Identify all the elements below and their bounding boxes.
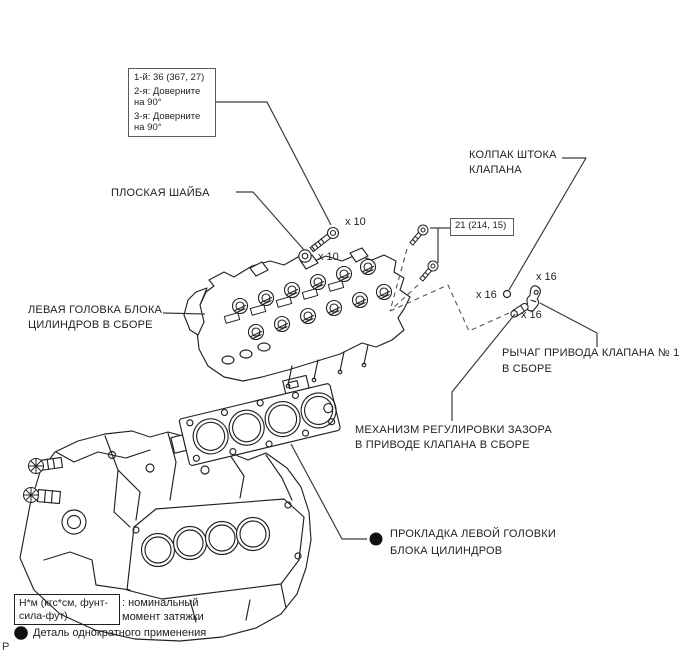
cap-bolt-torque-box: 21 (214, 15) <box>450 218 514 236</box>
torque-step-1: 1-й: 36 (367, 27) <box>134 72 205 83</box>
qty-head-bolt: x 10 <box>345 216 366 228</box>
cap-bolt-1-drawing <box>409 224 429 246</box>
valve-stem-cap-label: КОЛПАК ШТОКА КЛАПАНА <box>469 149 557 176</box>
flat-washer-label: ПЛОСКАЯ ШАЙБА <box>111 187 210 199</box>
head-gasket-drawing <box>170 374 341 466</box>
head-gasket-label: ПРОКЛАДКА ЛЕВОЙ ГОЛОВКИ БЛОКА ЦИЛИНДРОВ <box>390 528 556 557</box>
block-mount-studs <box>22 456 64 505</box>
rocker-arm-drawing <box>526 285 541 312</box>
qty-lash-adjuster: x 16 <box>521 309 542 321</box>
leader-lash-adjuster <box>451 313 516 421</box>
head-studs <box>285 344 369 389</box>
non-reusable-bullet-gasket <box>369 532 383 546</box>
torque-step-3b: на 90° <box>134 122 162 133</box>
qty-valve-stem-cap: x 16 <box>476 289 497 301</box>
leader-left-head <box>162 312 206 315</box>
torque-step-2: 2-я: Доверните <box>134 86 201 97</box>
legend-torque-units-box: Н*м (кгс*см, фунт- сила-фут) <box>14 594 120 625</box>
leader-head-gasket <box>290 443 367 540</box>
head-bolt-torque-box: 1-й: 36 (367, 27) 2-я: Доверните на 90° … <box>128 68 216 137</box>
valve-stem-cap-drawing <box>502 289 512 299</box>
lash-adjuster-drawing <box>510 302 529 318</box>
lash-adjuster-label: МЕХАНИЗМ РЕГУЛИРОВКИ ЗАЗОРА В ПРИВОДЕ КЛ… <box>355 424 552 451</box>
leader-head-bolt-torque <box>216 101 332 226</box>
cylinder-bores <box>140 516 271 568</box>
page-marker: P <box>2 641 10 653</box>
legend-torque-note: : номинальный момент затяжки <box>122 597 204 623</box>
rocker-arm-label: РЫЧАГ ПРИВОДА КЛАПАНА № 1 В СБОРЕ <box>502 347 680 375</box>
cylinder-head-drawing <box>183 247 411 389</box>
leader-rocker-arm <box>539 302 598 347</box>
leader-flat-washer <box>236 191 305 251</box>
non-reusable-bullet-legend <box>14 626 28 640</box>
cap-bolt-2-drawing <box>419 260 439 282</box>
assembly-dashed-lines <box>389 248 510 332</box>
legend-non-reusable: Деталь однократного применения <box>33 627 207 639</box>
head-bolt-drawing <box>309 226 340 253</box>
torque-step-2b: на 90° <box>134 97 162 108</box>
flat-washer-drawing <box>298 249 312 263</box>
left-cylinder-head-label: ЛЕВАЯ ГОЛОВКА БЛОКА ЦИЛИНДРОВ В СБОРЕ <box>28 304 163 331</box>
qty-flat-washer: x 10 <box>318 251 339 263</box>
engine-block-drawing <box>19 430 312 642</box>
qty-rocker-arm: x 16 <box>536 271 557 283</box>
leader-valve-stem-cap <box>508 157 587 291</box>
leader-lines <box>162 101 598 540</box>
torque-step-3: 3-я: Доверните <box>134 111 201 122</box>
